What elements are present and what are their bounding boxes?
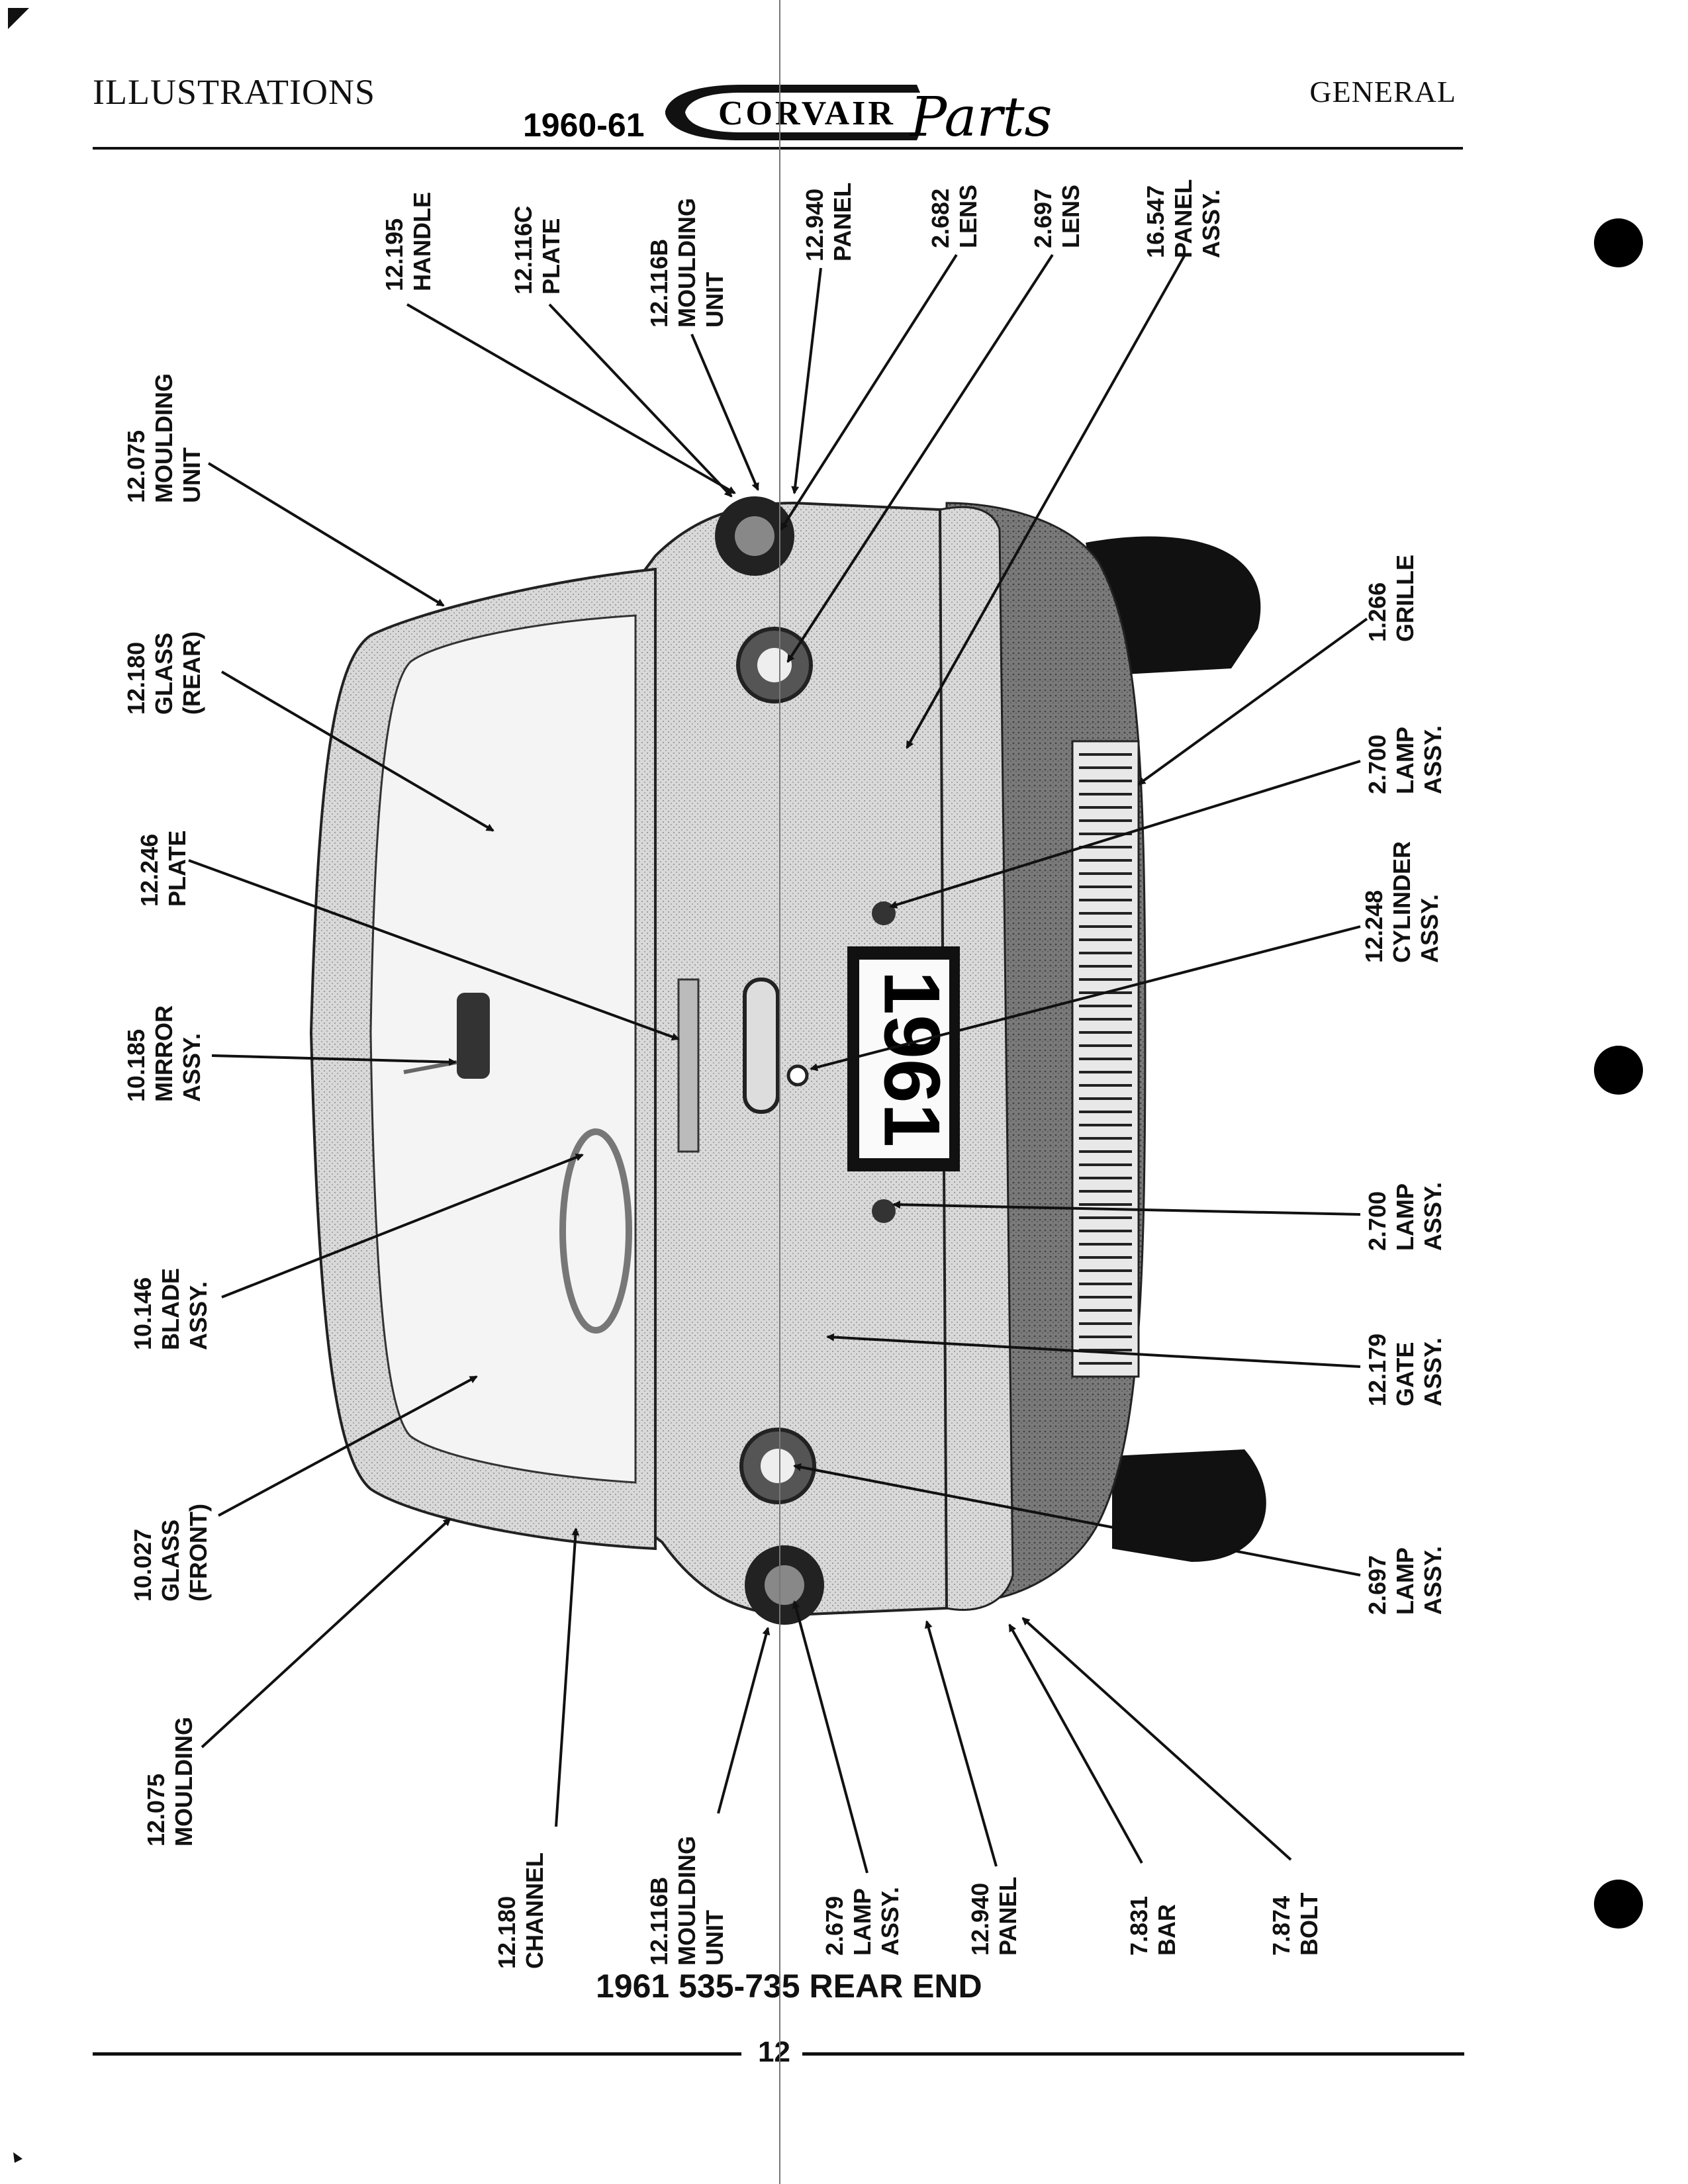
page-number: 12 <box>758 2036 790 2068</box>
footer-rule-right <box>802 2052 1464 2056</box>
leader-plate-116c <box>548 303 733 498</box>
corner-mark-bottom <box>13 2152 23 2163</box>
leader-handle <box>406 303 736 494</box>
window-glass <box>369 614 637 1484</box>
grille-slats <box>1079 753 1132 1365</box>
leader-moulding <box>201 1518 451 1749</box>
leader-channel <box>555 1527 580 1827</box>
leader-panel-940-top <box>791 267 822 494</box>
punch-hole-top <box>1594 218 1643 267</box>
leader-grille <box>1137 617 1368 786</box>
leader-lens-697 <box>786 253 1054 663</box>
gate-handle <box>743 978 780 1114</box>
emblem <box>677 978 700 1153</box>
rearview-mirror <box>457 993 490 1079</box>
tire-top <box>1086 536 1261 675</box>
leader-bolt <box>1021 1617 1292 1861</box>
leader-cylinder <box>810 925 1361 1071</box>
punch-hole-middle <box>1594 1046 1643 1095</box>
corner-mark-top <box>8 8 29 29</box>
leader-glass-rear <box>220 670 494 832</box>
leader-blade <box>221 1154 584 1298</box>
leader-panel-940-bottom <box>924 1620 998 1867</box>
leader-mirror <box>211 1054 457 1066</box>
category-title: GENERAL <box>1309 75 1456 109</box>
plate-lamp-bottom <box>872 1199 896 1223</box>
leader-bar <box>1008 1623 1143 1864</box>
leader-lamp-700-top <box>889 760 1361 909</box>
license-plate-number: 1961 <box>867 971 956 1148</box>
leader-lamp-697 <box>793 1463 1361 1576</box>
tail-lamps <box>715 496 824 1625</box>
leader-panel-547 <box>906 254 1186 749</box>
leader-glass-front <box>218 1375 478 1517</box>
leader-moulding-unit <box>207 462 445 607</box>
bumper-bar <box>939 506 1014 1612</box>
header-rule <box>93 147 1463 150</box>
leader-moulding-116b-top <box>690 334 759 491</box>
leader-moulding-116b-bottom <box>717 1627 771 1814</box>
footer-rule-left <box>93 2052 741 2056</box>
lock-cylinder <box>786 1064 809 1087</box>
punch-hole-bottom <box>1594 1880 1643 1929</box>
section-title: ILLUSTRATIONS <box>93 72 375 112</box>
steering-wheel <box>559 1128 632 1334</box>
leader-lamp-679 <box>792 1600 868 1874</box>
leader-lens-682 <box>780 253 958 531</box>
license-plate: 1961 <box>847 946 960 1171</box>
leader-gate <box>826 1333 1361 1368</box>
leader-plate-246 <box>188 859 680 1041</box>
leader-lamp-700-bottom <box>892 1201 1361 1216</box>
figure-caption: 1961 535-735 REAR END <box>596 1968 982 2005</box>
